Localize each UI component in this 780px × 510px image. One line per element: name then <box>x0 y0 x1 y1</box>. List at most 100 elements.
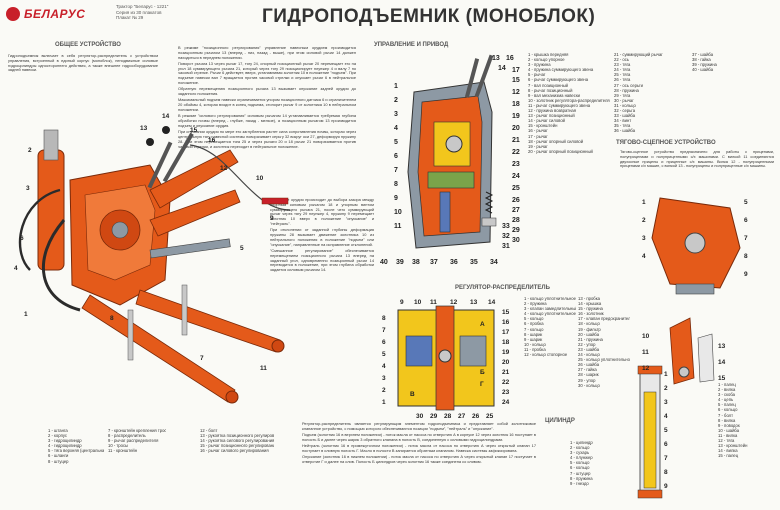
legend-item: 6 - рычаг суммирующего звена <box>528 77 589 83</box>
callout-general: 7 <box>200 355 204 362</box>
legend-item: 6 - пробка <box>524 321 544 327</box>
lift-rods <box>127 284 188 361</box>
callout-regulator: 24 <box>502 399 510 406</box>
legend-item: 17 - рычаг <box>528 133 548 139</box>
callout-control: 2 <box>394 97 398 104</box>
operation-description-top: В режиме "позиционного регулирования" уп… <box>178 46 356 194</box>
legend-item: 18 - кольцо <box>578 321 600 327</box>
legend-item: 3 - сухарь <box>570 450 590 456</box>
legend-item: 32 - серьга <box>614 108 636 114</box>
general-assembly-drawing: 1 2 3 4 5 6 7 8 9 10 11 12 13 14 15 16 <box>14 113 291 404</box>
callout-control: 38 <box>412 259 420 266</box>
legend-item: 4 - плунжер <box>570 455 593 461</box>
cylinder-body <box>637 365 663 499</box>
legend-item: 39 - пружина <box>692 62 717 68</box>
legend-item: 2 - пружина <box>524 301 547 307</box>
callout-control: 3 <box>394 111 398 118</box>
legend-item: 2 - вилка <box>718 387 736 393</box>
hitch-drawing: 1 2 3 4 5 6 7 8 9 10 11 12 13 14 15 <box>642 197 748 385</box>
legend-item: 4 - пружина суммирующего звена <box>528 67 594 73</box>
legend-item: 25 - кольцо уплотнительное <box>578 357 630 363</box>
callout-hitch: 11 <box>642 349 649 356</box>
callout-general: 16 <box>208 137 216 144</box>
legend-item: 19 - рычаг <box>528 143 548 149</box>
main-housing <box>69 164 171 306</box>
legend-item: 10 - тросы <box>108 443 129 449</box>
callout-control: 31 <box>502 243 510 250</box>
general-paragraph: Гидроподъемник включает в себя регулятор… <box>8 54 158 73</box>
legend-item: 11 - пробка <box>524 346 546 352</box>
legend-item: 30 - рычаг <box>614 97 634 103</box>
callout-hitch: 1 <box>642 199 646 206</box>
control-drive-drawing: 13 16 17 14 15 12 18 19 20 21 22 23 24 2… <box>380 54 520 266</box>
general-description: Гидроподъемник включает в себя регулятор… <box>8 54 158 94</box>
section-title-cylinder: ЦИЛИНДР <box>545 418 575 424</box>
callout-cylinder: 8 <box>664 469 668 476</box>
callout-regulator: 9 <box>400 299 404 306</box>
callout-regulator: 13 <box>470 299 478 306</box>
control-levers-top <box>464 54 494 98</box>
callout-control: 10 <box>394 209 402 216</box>
callout-control: 9 <box>394 195 398 202</box>
callout-regulator: 25 <box>486 413 494 420</box>
legend-item: 8 - штуцер <box>48 458 69 464</box>
legend-item: 7 - кронштейн крепления тросов <box>108 428 166 433</box>
meta-line: Трактор "Беларус - 1221" <box>116 4 169 9</box>
legend-item: 35 - тяга <box>614 123 631 129</box>
callout-hitch: 13 <box>718 343 726 350</box>
legend-item: 3 - пружина <box>528 62 551 68</box>
section-title-regulator: РЕГУЛЯТОР-РАСПРЕДЕЛИТЕЛЬ <box>455 285 550 291</box>
callout-hitch: 9 <box>744 271 748 278</box>
callout-regulator: 8 <box>382 315 386 322</box>
callout-control: 35 <box>470 259 478 266</box>
legend-item: 27 - ось серьги <box>614 82 643 88</box>
callout-control: 14 <box>498 65 506 72</box>
cable-control <box>189 144 291 211</box>
callout-control: 27 <box>512 207 520 214</box>
control-levers <box>146 126 194 189</box>
callout-control: 29 <box>512 227 520 234</box>
poster-meta: Трактор "Беларус - 1221" Серия из 30 пла… <box>116 4 168 21</box>
legend-item: 8 - пружина <box>570 475 593 481</box>
legend-item: 16 - рычаг силового регулирования <box>200 448 269 454</box>
legend-item: 8 - рычаг позиционный <box>528 87 573 93</box>
callout-regulator: 11 <box>430 299 437 306</box>
callout-hitch: 14 <box>718 359 726 366</box>
section-title-control: УПРАВЛЕНИЕ И ПРИВОД <box>374 42 449 48</box>
callout-control: 32 <box>502 233 510 240</box>
text-paragraph: Подъем (золотник 16 в верхнем положении)… <box>302 432 536 442</box>
text-paragraph: "Смешанное регулирование" обеспечивается… <box>270 247 374 273</box>
legend-item: 5 - тяга верхняя (центральная) <box>48 448 104 454</box>
callout-control: 21 <box>512 137 520 144</box>
callout-control: 8 <box>394 181 398 188</box>
callout-regulator: 30 <box>416 413 424 420</box>
legend-item: 6 - шланги <box>48 453 69 459</box>
legend-item: 2 - кольцо <box>570 445 590 451</box>
legend-item: 12 - тяга <box>718 438 735 444</box>
cylinder-callouts: 1 2 3 4 5 6 7 8 9 <box>664 371 668 490</box>
legend-item: 9 - рычаг распределителя <box>108 438 159 444</box>
callout-cylinder: 9 <box>664 483 668 490</box>
legend-item: 25 - тяга <box>614 72 631 78</box>
legend-item: 18 - рычаг опорный силовой <box>528 138 584 144</box>
callout-hitch: 7 <box>744 235 748 242</box>
callout-hitch: 12 <box>642 365 650 372</box>
legend-item: 23 - шайба <box>578 346 600 352</box>
callout-cylinder: 3 <box>664 399 668 406</box>
legend-item: 13 - рукоятка позиционного регулирования <box>200 433 274 439</box>
legend-item: 5 - кольцо <box>524 316 544 322</box>
callout-regulator: 14 <box>488 299 496 306</box>
legend-item: 3 - клапан замедлительный <box>524 306 576 312</box>
callout-control: 11 <box>394 223 402 230</box>
text-paragraph: Регулятор-распределитель является регули… <box>302 422 536 431</box>
legend-item: 13 - кронштейн <box>718 443 748 449</box>
lower-links <box>81 289 285 404</box>
callout-cylinder: 4 <box>664 413 668 420</box>
callout-regulator-port: В <box>410 391 415 398</box>
lift-arms <box>149 149 241 237</box>
legend-item: 12 - кольцо стопорное <box>524 352 568 358</box>
legend-item: 38 - гайка <box>692 57 711 63</box>
control-legend-far-right: 37 - шайба 38 - гайка 39 - пружина 40 - … <box>692 52 776 136</box>
control-legend-right: 21 - суммирующий рычаг 22 - ось 23 - тяг… <box>614 52 692 136</box>
regulator-body <box>397 305 495 411</box>
